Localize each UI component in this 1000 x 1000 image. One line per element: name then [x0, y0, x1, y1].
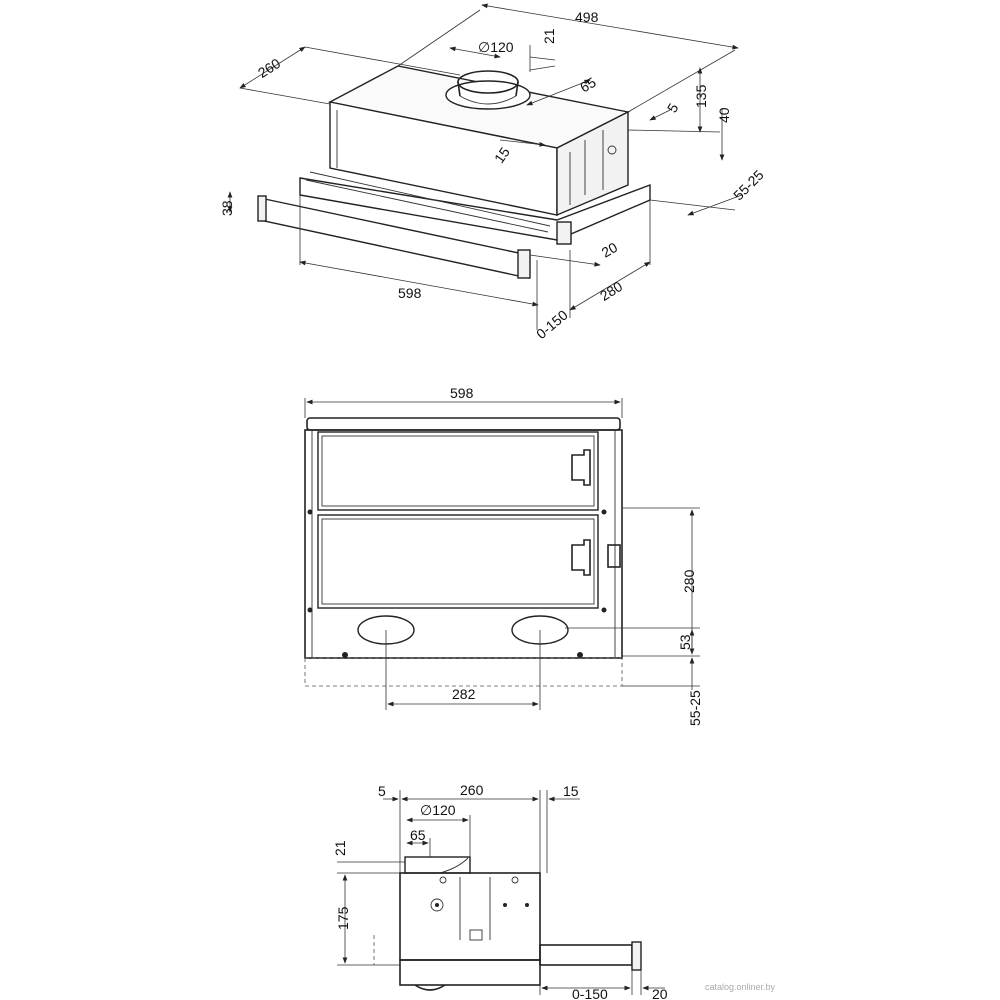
side-dim-65: 65 [410, 827, 426, 843]
dim-38: 38 [219, 200, 235, 216]
front-view: 598 280 53 55-25 282 [304, 385, 703, 726]
dim-21: 21 [541, 28, 557, 44]
dim-598: 598 [398, 285, 422, 301]
lower-filter-handle [571, 539, 591, 576]
isometric-view: 498 260 ∅120 21 65 5 135 40 55-25 15 [219, 3, 767, 342]
front-dim-280: 280 [681, 569, 697, 593]
dim-5: 5 [664, 100, 682, 115]
side-dim-15: 15 [563, 783, 579, 799]
dim-duct-diameter: ∅120 [478, 39, 514, 55]
control-panel [556, 221, 572, 245]
dim-55-25: 55-25 [730, 167, 767, 204]
dim-280: 280 [597, 278, 625, 304]
side-drawer [539, 944, 633, 966]
dim-498: 498 [575, 9, 599, 25]
side-dim-0-150: 0-150 [572, 986, 608, 1000]
dim-135: 135 [693, 84, 709, 108]
dim-260: 260 [255, 55, 283, 81]
side-dim-175: 175 [335, 906, 351, 930]
side-dim-5: 5 [378, 783, 386, 799]
side-drawer-front [631, 941, 642, 971]
front-dim-598: 598 [450, 385, 474, 401]
watermark: catalog.onliner.by [705, 982, 776, 992]
front-dim-282: 282 [452, 686, 476, 702]
side-view: 5 260 15 ∅120 65 21 175 0-150 20 [332, 782, 668, 1000]
side-dim-21: 21 [332, 840, 348, 856]
side-dim-20: 20 [652, 986, 668, 1000]
side-dim-260: 260 [460, 782, 484, 798]
side-base [399, 959, 541, 986]
side-dim-duct-diameter: ∅120 [420, 802, 456, 818]
lower-filter [317, 514, 599, 609]
upper-filter [317, 431, 599, 511]
dim-65: 65 [577, 74, 599, 96]
front-dim-55-25: 55-25 [687, 690, 703, 726]
hood-side-face [556, 110, 629, 217]
side-body [399, 872, 541, 961]
front-top-bar [306, 417, 621, 431]
front-control [607, 544, 621, 568]
side-duct [404, 856, 471, 874]
dim-20: 20 [599, 239, 621, 261]
duct-collar [445, 70, 531, 110]
dim-0-150: 0-150 [533, 307, 571, 342]
front-body [304, 429, 623, 659]
upper-filter-handle [571, 449, 591, 486]
front-dim-53: 53 [677, 634, 693, 650]
dim-40: 40 [716, 107, 732, 123]
